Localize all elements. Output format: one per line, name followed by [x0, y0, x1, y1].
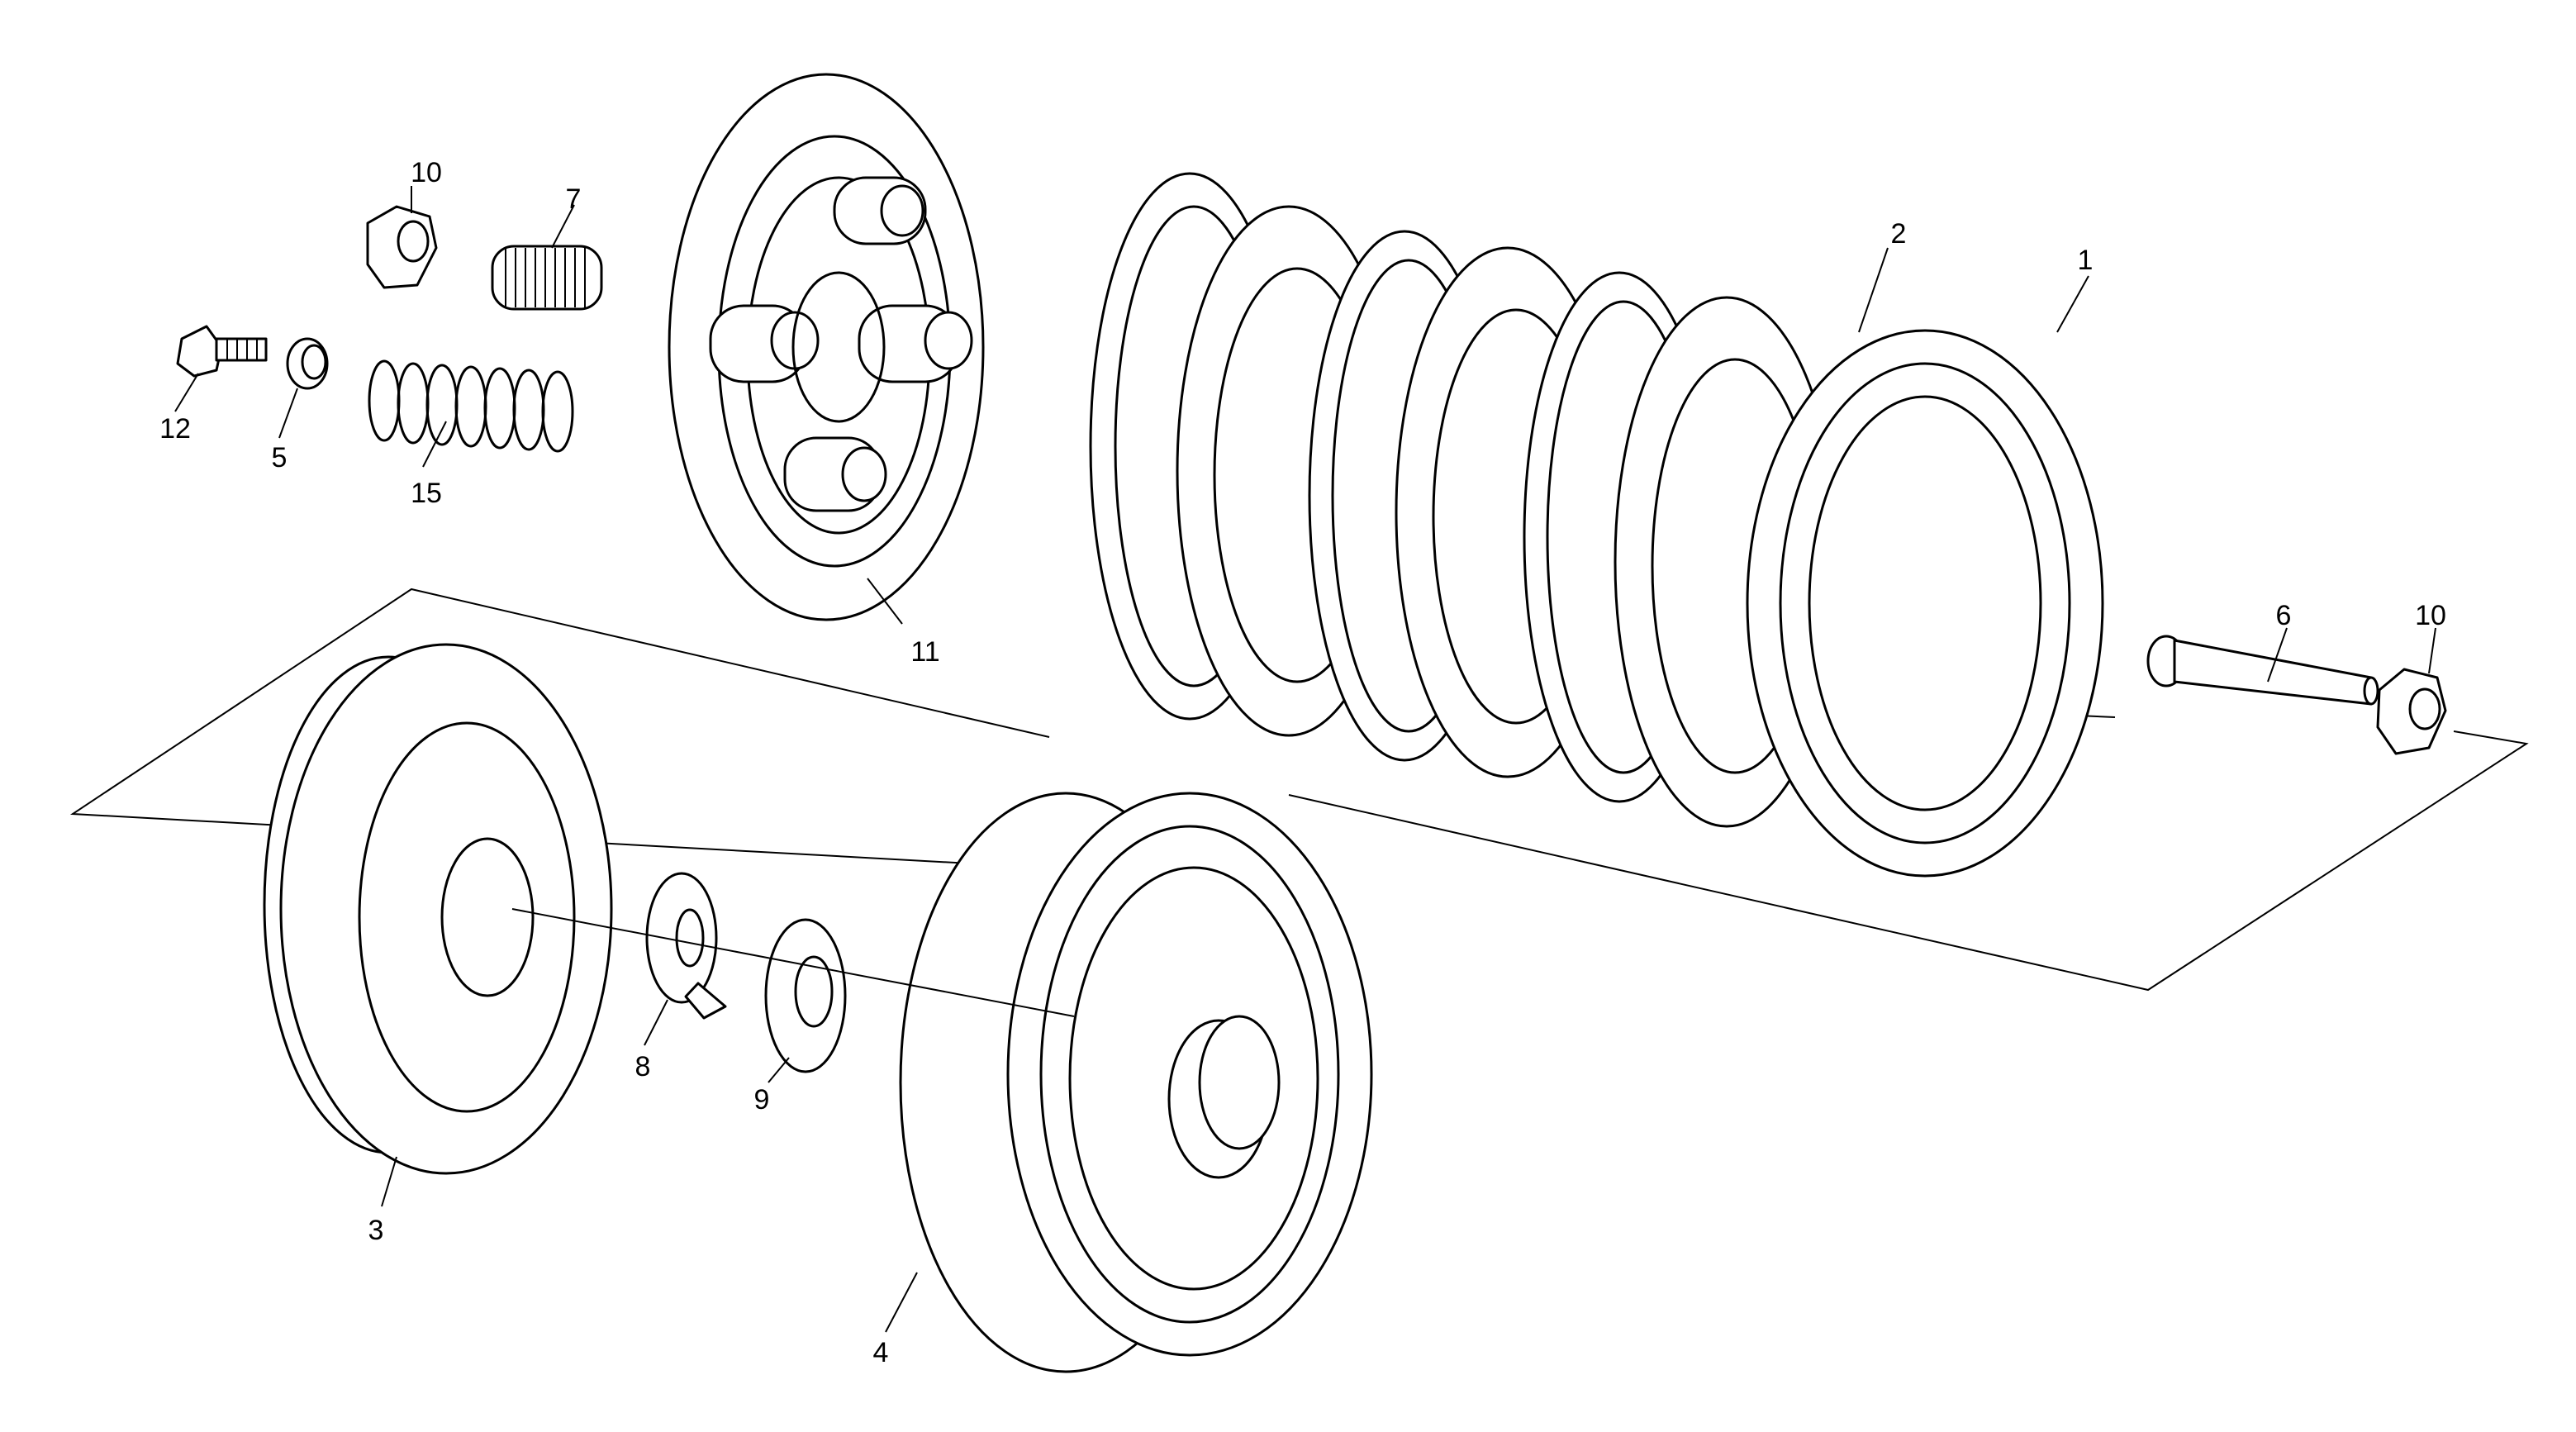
nut-part-upper	[366, 205, 438, 289]
callout-10-upper: 10	[411, 157, 442, 188]
callout-1: 1	[2078, 245, 2094, 276]
callout-4: 4	[873, 1337, 889, 1368]
shaft-axis-line	[511, 908, 1075, 1017]
long-spring-part	[368, 359, 574, 453]
callout-15: 15	[411, 478, 442, 509]
nut-part-right	[2376, 668, 2447, 755]
callout-5: 5	[272, 442, 288, 473]
callout-3: 3	[368, 1215, 384, 1246]
bolt-part	[176, 325, 268, 378]
inner-hub-part	[263, 643, 613, 1175]
callout-6: 6	[2276, 600, 2292, 631]
callout-12: 12	[159, 413, 191, 445]
callout-11: 11	[910, 636, 939, 668]
cup-washer-part	[286, 337, 329, 390]
tab-washer-part	[645, 872, 727, 1020]
short-spring-part	[491, 245, 603, 311]
pressure-plate-part	[668, 73, 985, 621]
callout-10-right: 10	[2415, 600, 2446, 631]
callout-8: 8	[635, 1051, 651, 1082]
callout-labels: 10 7 12 5 15 11 2 1 6 10 3 8 9 4	[159, 157, 2446, 1368]
pin-part	[2146, 635, 2379, 706]
leader-lines	[174, 186, 2436, 1333]
callout-2: 2	[1891, 218, 1907, 250]
outer-basket-part	[899, 792, 1373, 1373]
callout-7: 7	[566, 183, 582, 215]
clutch-plate-stack	[1089, 172, 2104, 878]
splined-washer-part	[764, 918, 847, 1073]
callout-9: 9	[754, 1084, 770, 1116]
